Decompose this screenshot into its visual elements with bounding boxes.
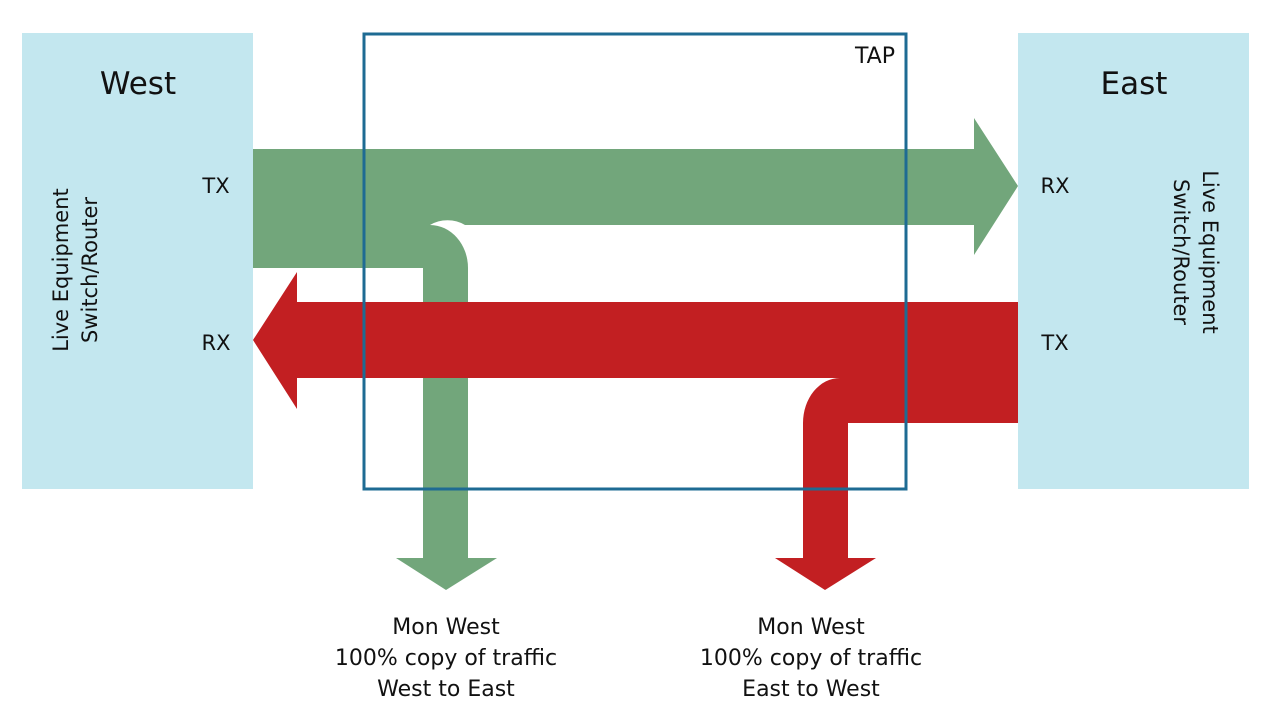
west-to-east-tap-branch <box>423 225 468 268</box>
west-title: West <box>100 66 176 102</box>
west-to-east-flow-arrow <box>253 118 1018 590</box>
east-device-box <box>1018 33 1249 489</box>
east-title: East <box>1101 66 1168 102</box>
east-to-west-tap-branch <box>775 378 876 590</box>
monitor-2-line1: Mon West <box>757 615 865 640</box>
monitor-1-line1: Mon West <box>392 615 500 640</box>
east-rx-label: RX <box>1041 174 1070 198</box>
monitor-2-line2: 100% copy of traffic <box>700 646 922 671</box>
west-rx-label: RX <box>202 331 231 355</box>
west-equipment-line1: Live Equipment <box>49 188 73 352</box>
west-device-box <box>22 33 253 489</box>
east-equipment-line2: Switch/Router <box>1169 179 1193 325</box>
west-tx-label: TX <box>201 174 229 198</box>
east-equipment-line1: Live Equipment <box>1198 170 1222 334</box>
west-equipment-line2: Switch/Router <box>78 197 102 343</box>
east-to-west-flow-arrow <box>253 272 1018 423</box>
monitor-2-line3: East to West <box>742 677 880 702</box>
tap-label: TAP <box>854 44 895 69</box>
monitor-1-line3: West to East <box>377 677 515 702</box>
tap-box <box>362 32 908 491</box>
east-tx-label: TX <box>1040 331 1068 355</box>
monitor-1-line2: 100% copy of traffic <box>335 646 557 671</box>
